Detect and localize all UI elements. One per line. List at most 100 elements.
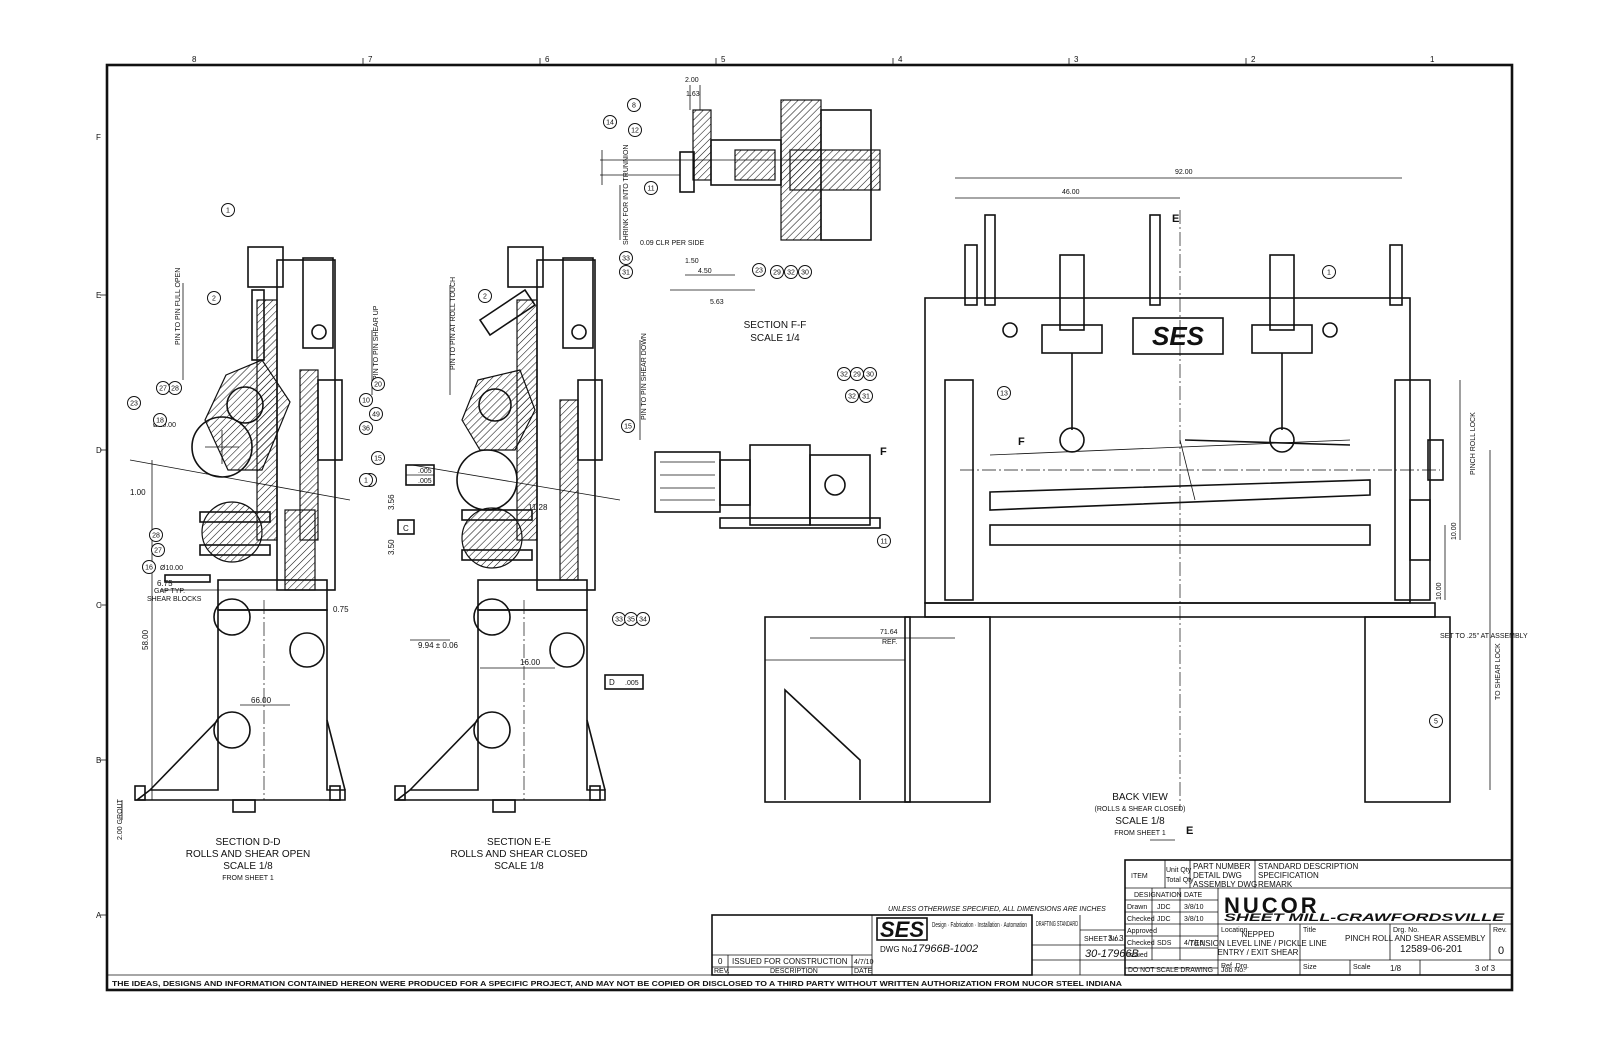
item-balloon-label: 30 [801, 270, 809, 277]
title-block [711, 859, 1513, 976]
item-balloon: 14 [603, 115, 617, 129]
item-balloon: 2 [207, 291, 221, 305]
location-line: NEPPED [1242, 930, 1275, 939]
item-balloon: 16 [142, 560, 156, 574]
zone-label: F [96, 133, 101, 142]
item-balloon: 12 [628, 123, 642, 137]
item-balloon-label: 28 [152, 533, 160, 540]
sign-role: Checked [1127, 940, 1155, 947]
note: 2.00 GROUT [117, 798, 124, 840]
desc-label: REMARK [1258, 880, 1293, 889]
item-balloon-label: 8 [632, 103, 636, 110]
item-balloon-label: 34 [639, 617, 647, 624]
sign-role: Approved [1127, 928, 1157, 935]
section-d-subtitle: ROLLS AND SHEAR OPEN [186, 849, 310, 860]
item-balloon: 18 [153, 413, 167, 427]
dim-label: 71.64 [880, 629, 898, 636]
rev-hdr: REV. [714, 968, 730, 975]
location-line: TENSION LEVEL LINE / PICKLE LINE [1189, 939, 1327, 948]
item-balloon: 36 [359, 421, 373, 435]
section-e-subtitle: ROLLS AND SHEAR CLOSED [450, 849, 587, 860]
note: .005 [418, 468, 432, 475]
item-balloon-label: 20 [374, 382, 382, 389]
rev-label: Rev. [1493, 927, 1507, 934]
footer-disclaimer: THE IDEAS, DESIGNS AND INFORMATION CONTA… [112, 981, 1122, 988]
section-e-title: SECTION E-E [487, 837, 551, 848]
sign-name: JDC [1157, 916, 1171, 923]
dim-label: 3.50 [387, 539, 396, 555]
item-balloon-label: 2 [212, 296, 216, 303]
border-zone-ticks [100, 58, 1247, 916]
note: GAP TYP. [154, 588, 185, 595]
note: PINCH ROLL LOCK [1470, 412, 1477, 475]
section-mark: E [1186, 825, 1193, 837]
drg-label: Drg. No. [1393, 927, 1419, 934]
item-balloon: 20 [371, 377, 385, 391]
zone-label: 8 [192, 55, 197, 64]
item-balloon-label: 30 [866, 372, 874, 379]
item-balloon: 49 [369, 407, 383, 421]
item-balloon-label: 23 [755, 268, 763, 275]
item-balloon-label: 31 [622, 270, 630, 277]
item-balloon-label: 10 [362, 398, 370, 405]
sign-date: 4/7/10 [1184, 940, 1204, 947]
note: PIN TO PIN AT ROLL TOUCH [450, 277, 457, 370]
item-balloon: 35 [624, 612, 638, 626]
item-balloon-label: 29 [853, 372, 861, 379]
dim-label: 1.63 [686, 91, 700, 98]
item-balloon: 13 [997, 386, 1011, 400]
note: SET TO .25" AT ASSEMBLY [1440, 633, 1528, 640]
item-balloon: 23 [127, 396, 141, 410]
back-view-subtitle: (ROLLS & SHEAR CLOSED) [1094, 806, 1185, 813]
section-f-scale: SCALE 1/4 [750, 333, 800, 344]
dim-label: 11.28 [528, 503, 548, 512]
zone-label: 5 [721, 55, 726, 64]
desc-label: SPECIFICATION [1258, 871, 1319, 880]
zone-label: 4 [898, 55, 903, 64]
note: PIN TO PIN SHEAR DOWN [641, 333, 648, 420]
section-f-f-view [600, 85, 881, 291]
item-balloon-label: 15 [374, 456, 382, 463]
dim-label: 16.00 [520, 658, 541, 667]
item-balloon: 32 [837, 367, 851, 381]
section-d-scale: SCALE 1/8 [223, 861, 273, 872]
dim-label: 0.75 [333, 605, 349, 614]
item-balloon: 30 [798, 265, 812, 279]
zone-label: 2 [1251, 55, 1256, 64]
section-f-title: SECTION F-F [744, 320, 807, 331]
item-balloon-label: 18 [156, 418, 164, 425]
stamp: DRAFTING STANDARD [1036, 921, 1078, 928]
back-view-title: BACK VIEW [1112, 792, 1168, 803]
zone-label: E [96, 291, 101, 300]
location-line: ENTRY / EXIT SHEAR [1218, 948, 1299, 957]
rev-hdr: DESCRIPTION [770, 968, 818, 975]
item-balloon: 15 [371, 451, 385, 465]
note: Ø10.00 [153, 422, 176, 429]
dim-label: 58.00 [141, 629, 150, 650]
item-label: ITEM [1131, 873, 1148, 880]
customer-logo: NUCOR [1224, 893, 1320, 918]
desig-hdr: DATE [1184, 892, 1202, 899]
item-balloon-label: 36 [362, 426, 370, 433]
scale-label: Scale [1353, 964, 1371, 971]
zone-label: C [96, 601, 102, 610]
item-balloon-label: 12 [631, 128, 639, 135]
note: .005 [418, 478, 432, 485]
general-note: UNLESS OTHERWISE SPECIFIED, ALL DIMENSIO… [888, 906, 1106, 913]
rev-hdr: DATE [854, 968, 872, 975]
item-balloon-label: 15 [624, 424, 632, 431]
sheet-no-label: SHEET No. [1084, 936, 1120, 943]
ses-logo-plate: SES [1152, 321, 1205, 351]
note: SHRINK FOR INTO TRUNNION [623, 145, 630, 245]
item-balloon-label: 2 [483, 294, 487, 301]
back-view-from: FROM SHEET 1 [1114, 830, 1166, 837]
note: 0.09 CLR PER SIDE [640, 240, 705, 247]
item-balloon: 31 [619, 265, 633, 279]
item-balloon: 33 [619, 251, 633, 265]
note: TO SHEAR LOCK [1495, 643, 1502, 700]
dim-label: 10.00 [1436, 582, 1443, 600]
section-e-e-view [394, 246, 644, 813]
sign-name: JDC [1157, 904, 1171, 911]
dim-label: 10.00 [1451, 522, 1458, 540]
item-balloon: 1 [359, 473, 373, 487]
